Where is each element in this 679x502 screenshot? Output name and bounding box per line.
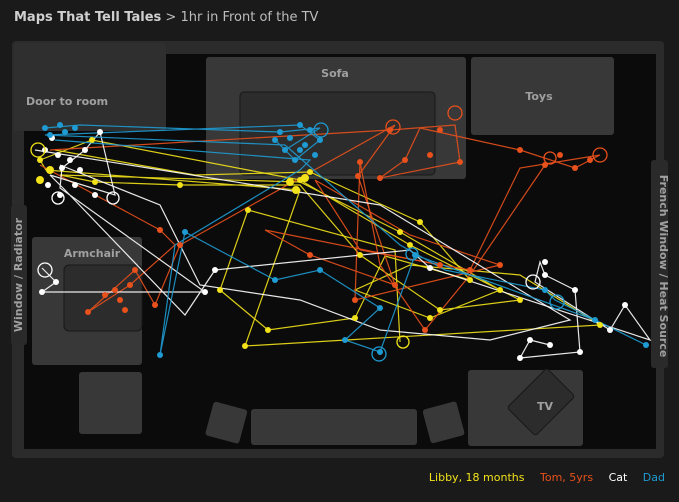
legend: Libby, 18 months Tom, 5yrs Cat Dad — [417, 471, 665, 484]
french-window-label: French Window / Heat Source — [657, 175, 670, 358]
toys-label: Toys — [525, 90, 553, 103]
page-title: Maps That Tell Tales > 1hr in Front of t… — [14, 10, 318, 25]
window-radiator-label: Window / Radiator — [12, 217, 25, 332]
breadcrumb-separator: > — [161, 10, 181, 25]
path-dad — [44, 124, 647, 356]
markers-libby — [36, 137, 603, 349]
french-window — [651, 160, 668, 368]
legend-tom: Tom, 5yrs — [540, 471, 594, 484]
left-stool — [205, 401, 248, 444]
right-stool — [422, 401, 465, 444]
site-brand[interactable]: Maps That Tell Tales — [14, 10, 162, 25]
sofa-label: Sofa — [321, 67, 349, 80]
legend-cat: Cat — [608, 471, 628, 484]
markers-tom — [85, 127, 593, 333]
toys-area — [471, 57, 614, 135]
armchair-label: Armchair — [64, 247, 121, 260]
markers-dad — [42, 122, 649, 358]
door-area — [14, 43, 166, 131]
footstool — [79, 372, 142, 434]
coffee-table — [251, 409, 417, 445]
rings — [30, 105, 608, 362]
door-label: Door to room — [26, 95, 108, 108]
legend-libby: Libby, 18 months — [428, 471, 525, 484]
map-title: 1hr in Front of the TV — [180, 10, 319, 25]
path-tom — [39, 124, 601, 331]
tv — [507, 368, 575, 436]
window-radiator — [11, 205, 27, 345]
tv-label: TV — [537, 400, 554, 413]
legend-dad: Dad — [642, 471, 665, 484]
